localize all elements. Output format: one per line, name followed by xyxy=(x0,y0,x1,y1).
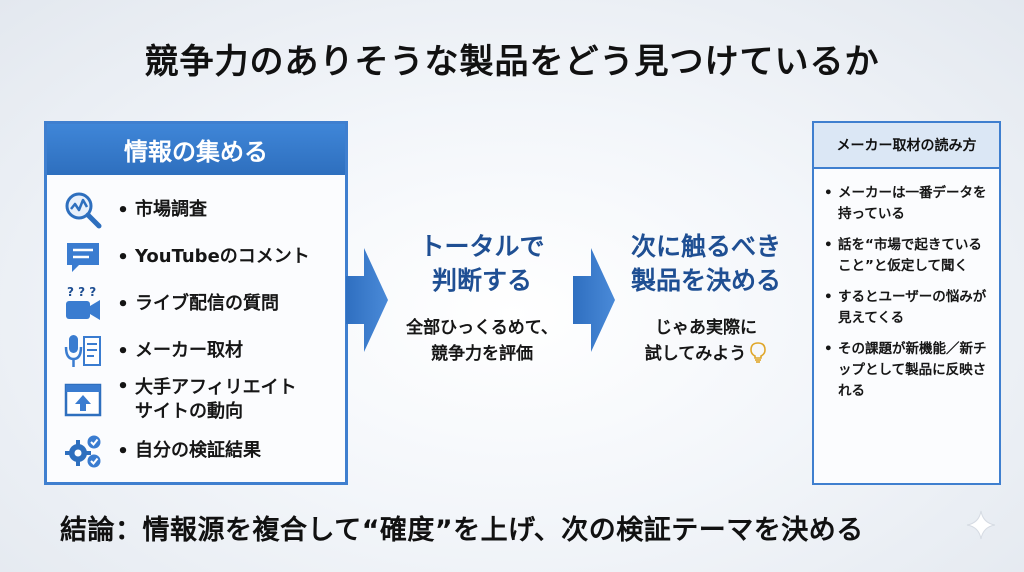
bullet: • xyxy=(824,341,833,357)
source-label: メーカー取材 xyxy=(135,340,243,361)
sparkle-icon xyxy=(966,510,996,540)
step1-body: 全部ひっくるめて、 競争力を評価 xyxy=(380,315,584,367)
note-item: • メーカーは一番データを持っている xyxy=(824,183,991,225)
source-item-youtube-comments: • YouTubeのコメント xyxy=(47,237,345,277)
note-item: • 話を“市場で起きていること”と仮定して聞く xyxy=(824,235,991,277)
microphone-document-icon xyxy=(61,331,105,371)
source-label-line1: 大手アフィリエイト xyxy=(135,377,297,398)
step2-body-line1: じゃあ実際に xyxy=(655,318,757,338)
browser-upload-icon xyxy=(61,380,105,420)
source-item-market-research: • 市場調査 xyxy=(47,190,345,230)
lightbulb-icon xyxy=(749,341,767,371)
notes-list: • メーカーは一番データを持っている • 話を“市場で起きていること”と仮定して… xyxy=(814,169,999,402)
gear-check-icon xyxy=(61,431,105,471)
source-label-line2: サイトの動向 xyxy=(135,401,243,422)
note-text: するとユーザーの悩みが見えてくる xyxy=(838,289,987,326)
notes-panel: メーカー取材の読み方 • メーカーは一番データを持っている • 話を“市場で起き… xyxy=(812,121,1001,485)
sources-panel: 情報の集める • 市場調査 • YouTubeのコメント xyxy=(44,121,348,485)
note-text: メーカーは一番データを持っている xyxy=(838,185,987,222)
step2-heading: 次に触るべき 製品を決める xyxy=(614,230,798,298)
source-label: 自分の検証結果 xyxy=(135,440,261,461)
notes-header: メーカー取材の読み方 xyxy=(814,123,999,169)
step1-heading-line1: トータルで xyxy=(419,232,545,261)
step1-body-line1: 全部ひっくるめて、 xyxy=(406,318,558,338)
bullet: • xyxy=(117,246,129,268)
bullet: • xyxy=(117,293,129,315)
speech-bubble-icon xyxy=(61,237,105,277)
video-question-icon: ? ? ? xyxy=(61,284,105,324)
source-label: 市場調査 xyxy=(135,199,207,220)
source-item-maker-interview: • メーカー取材 xyxy=(47,331,345,371)
conclusion-text: 結論：情報源を複合して“確度”を上げ、次の検証テーマを決める xyxy=(60,515,864,546)
source-item-own-results: • 自分の検証結果 xyxy=(47,431,345,471)
bullet: • xyxy=(117,340,129,362)
bullet: • xyxy=(117,376,129,397)
step1-heading: トータルで 判断する xyxy=(392,230,572,298)
step2-body: じゃあ実際に 試してみよう xyxy=(614,315,798,371)
right-arrow-icon xyxy=(346,248,388,352)
note-item: • その課題が新機能／新チップとして製品に反映される xyxy=(824,339,991,402)
bullet: • xyxy=(117,199,129,221)
bullet: • xyxy=(824,237,833,253)
page-title: 競争力のありそうな製品をどう見つけているか xyxy=(144,42,880,82)
source-label: YouTubeのコメント xyxy=(135,246,310,267)
bullet: • xyxy=(824,185,833,201)
sources-header: 情報の集める xyxy=(47,124,345,175)
bullet: • xyxy=(117,440,129,462)
note-text: その課題が新機能／新チップとして製品に反映される xyxy=(838,341,987,399)
source-label: 大手アフィリエイト サイトの動向 xyxy=(135,376,297,424)
step1-body-line2: 競争力を評価 xyxy=(431,344,533,364)
step2-body-line2: 試してみよう xyxy=(644,344,747,364)
bullet: • xyxy=(824,289,833,305)
step2-heading-line1: 次に触るべき xyxy=(630,232,781,261)
source-item-live-questions: ? ? ? • ライブ配信の質問 xyxy=(47,284,345,324)
source-label: ライブ配信の質問 xyxy=(135,293,279,314)
magnifier-chart-icon xyxy=(61,190,105,230)
note-item: • するとユーザーの悩みが見えてくる xyxy=(824,287,991,329)
step2-heading-line2: 製品を決める xyxy=(630,266,781,295)
step1-heading-line2: 判断する xyxy=(431,266,532,295)
note-text: 話を“市場で起きていること”と仮定して聞く xyxy=(838,237,982,274)
source-item-affiliate-trends: • 大手アフィリエイト サイトの動向 xyxy=(47,376,345,424)
svg-text:? ? ?: ? ? ? xyxy=(67,285,96,299)
right-arrow-icon xyxy=(573,248,615,352)
